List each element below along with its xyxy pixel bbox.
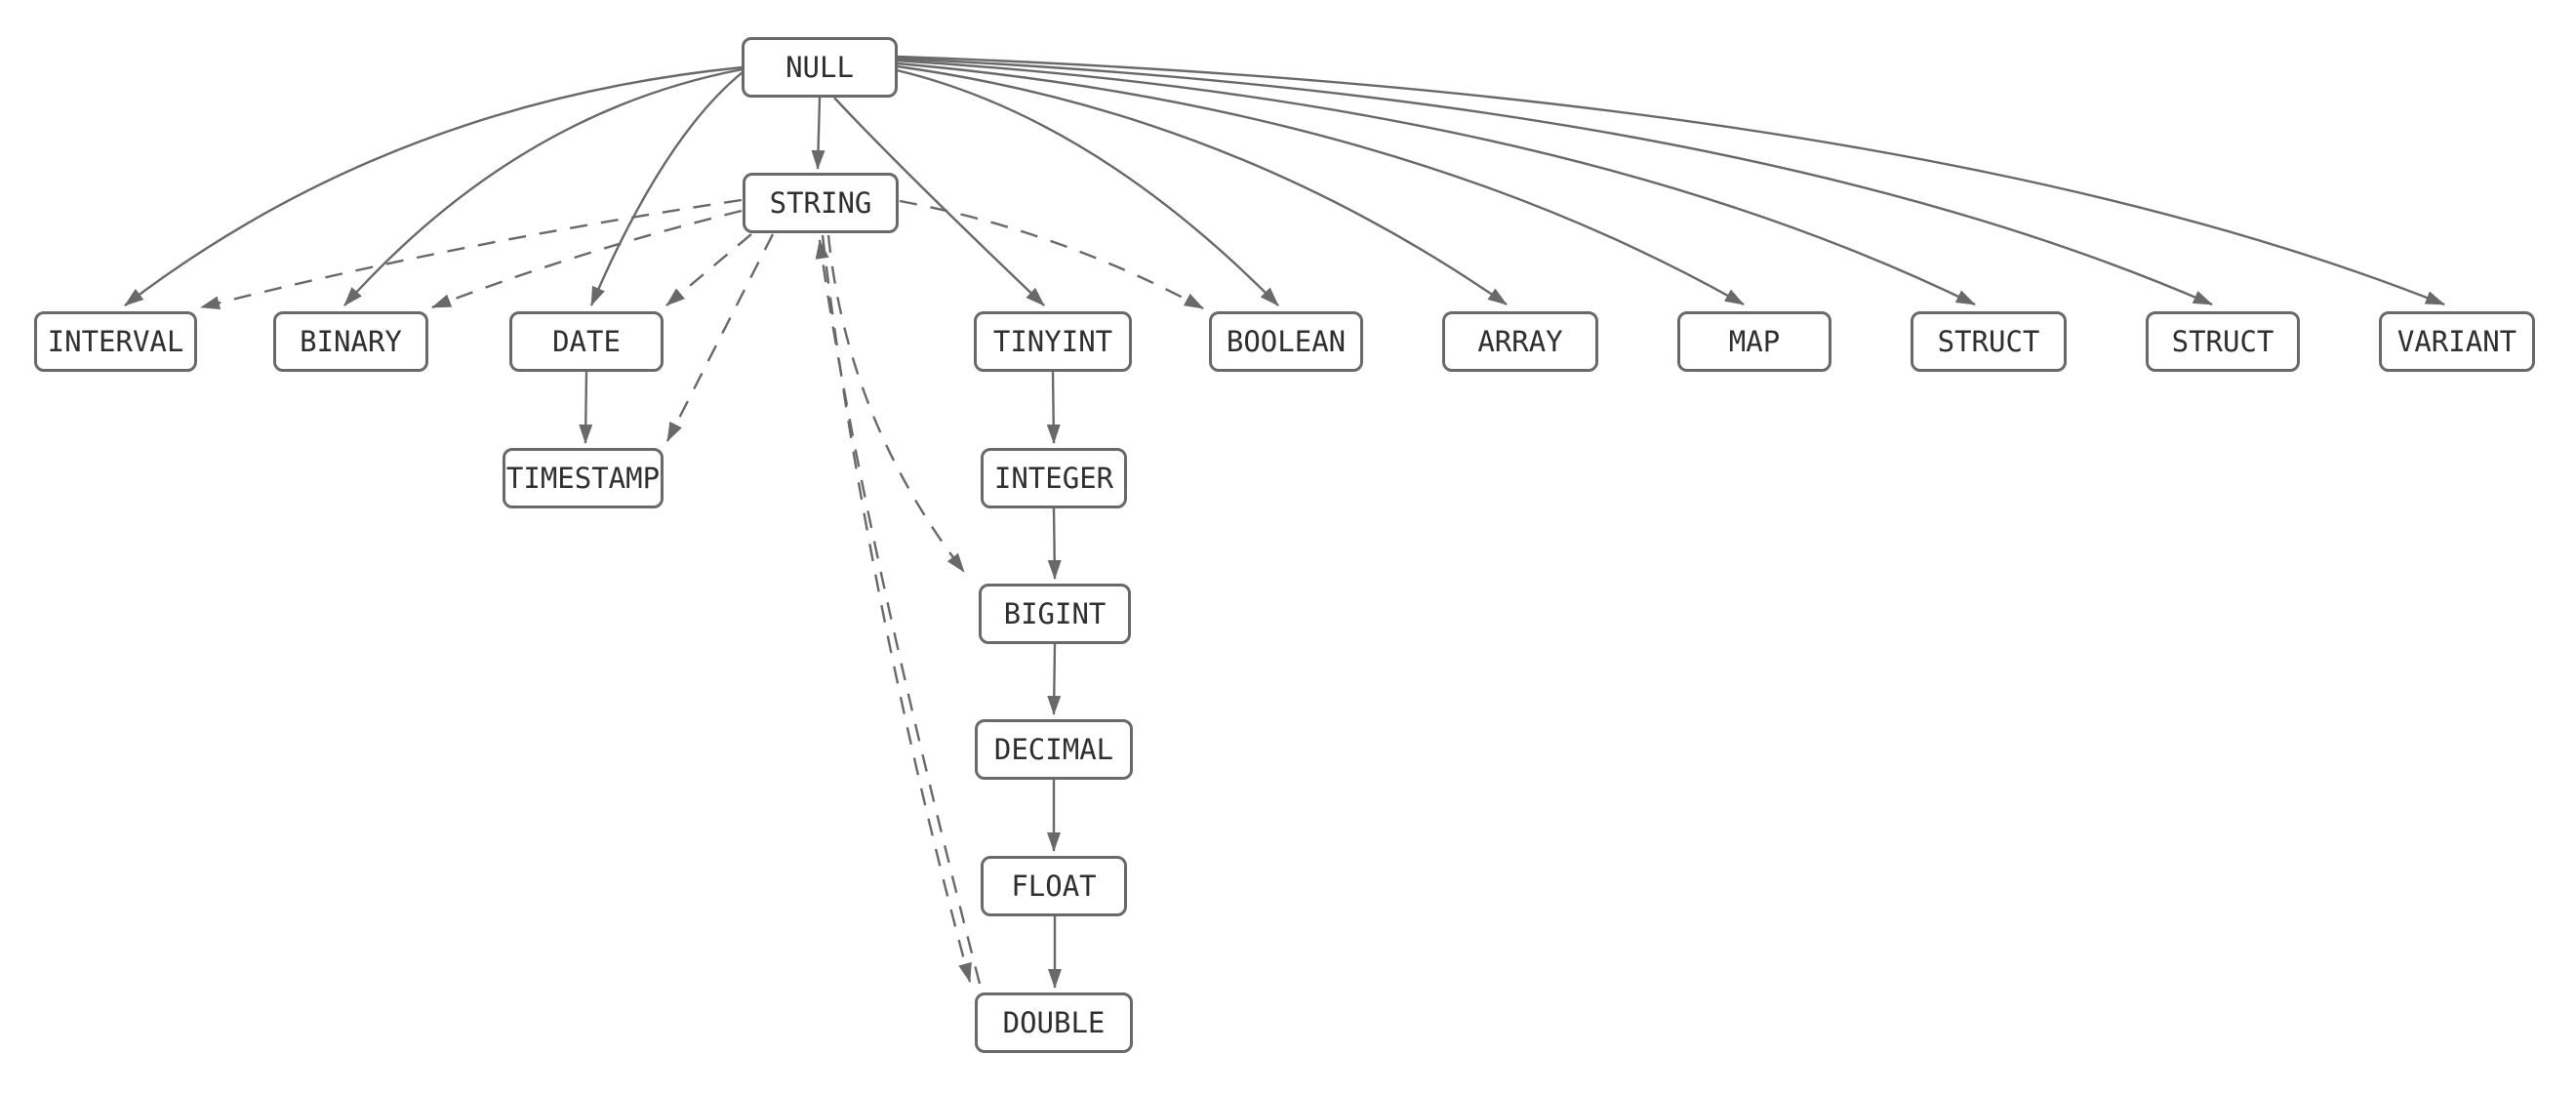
node-tinyint: TINYINT	[974, 311, 1132, 372]
node-binary: BINARY	[273, 311, 428, 372]
node-map: MAP	[1677, 311, 1831, 372]
node-interval: INTERVAL	[34, 311, 197, 372]
edge-null-date	[589, 71, 744, 306]
node-integer: INTEGER	[981, 448, 1127, 508]
edge-string-boolean	[899, 199, 1204, 310]
edge-string-timestamp	[665, 233, 775, 442]
edge-string-interval	[200, 198, 743, 310]
node-bigint: BIGINT	[979, 584, 1131, 644]
node-timestamp: TIMESTAMP	[503, 448, 664, 508]
node-struct2: STRUCT	[2146, 311, 2300, 372]
edge-null-tinyint	[833, 97, 1045, 306]
edge-string-date	[665, 233, 752, 306]
node-double: DOUBLE	[975, 992, 1133, 1053]
edge-null-string	[811, 97, 825, 170]
edge-null-struct1	[896, 59, 1976, 306]
node-boolean: BOOLEAN	[1209, 311, 1363, 372]
node-float: FLOAT	[981, 856, 1127, 916]
edge-group	[124, 55, 2445, 989]
edge-string-bigint	[826, 234, 965, 573]
edge-null-variant	[896, 55, 2445, 306]
edge-null-interval	[124, 65, 744, 306]
edge-tinyint-integer	[1046, 371, 1061, 444]
edge-null-array	[896, 64, 1508, 305]
edge-integer-bigint	[1047, 507, 1062, 580]
edge-null-struct2	[896, 57, 2213, 306]
node-struct1: STRUCT	[1911, 311, 2067, 372]
edge-string-double	[821, 234, 972, 983]
node-date: DATE	[509, 311, 664, 372]
edge-null-binary	[343, 67, 744, 306]
edge-null-map	[896, 61, 1745, 306]
node-decimal: DECIMAL	[975, 719, 1133, 780]
edge-string-binary	[431, 209, 743, 309]
node-string: STRING	[743, 173, 899, 233]
node-variant: VARIANT	[2379, 311, 2535, 372]
edge-bigint-decimal	[1047, 643, 1062, 715]
edge-date-timestamp	[579, 371, 593, 444]
node-null: NULL	[742, 37, 898, 98]
node-array: ARRAY	[1442, 311, 1598, 372]
edge-null-boolean	[896, 68, 1279, 306]
edge-double-string	[815, 239, 982, 985]
